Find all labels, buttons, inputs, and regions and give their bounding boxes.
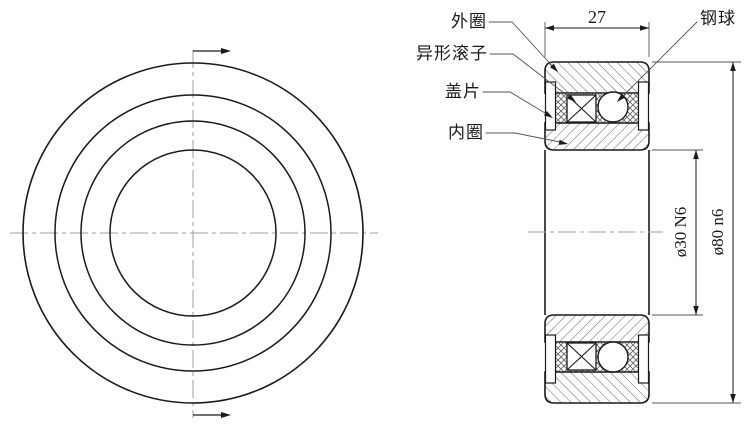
label-shaped-roller: 异形滚子 [416,44,576,102]
steel-ball-bottom [597,341,629,373]
bore-dimension-text: ø30 N6 [671,207,690,258]
leader-arrowhead-icon [558,139,568,145]
arrowhead-icon [545,25,554,31]
outer-ring-bottom-section [544,371,650,404]
label-steel-ball: 钢球 [617,9,736,102]
od-dimension-text: ø80 n6 [708,209,727,256]
label-inner-ring: 内圈 [448,123,568,145]
leader-arrowhead-icon [567,94,576,102]
arrowhead-icon [221,48,231,54]
outer-ring-top-section [544,61,650,94]
leader-arrowhead-icon [549,63,558,72]
dimension-bore: ø30 N6 [652,149,703,316]
width-dimension-text: 27 [588,7,606,27]
steel-ball-label: 钢球 [700,9,736,28]
arrowhead-icon [693,150,699,159]
arrowhead-icon [730,62,736,71]
leader-arrowhead-icon [543,111,553,118]
section-view [528,61,663,404]
sprag-roller-bottom [566,342,597,371]
arrowhead-icon [730,394,736,403]
dimension-outer-diameter: ø80 n6 [652,61,741,404]
arrowhead-icon [640,25,649,31]
inner-ring-bottom-section [544,314,650,343]
part-labels: 外圈 钢球 异形滚子 盖片 内圈 [416,9,736,145]
cutting-plane-arrow-top [193,48,231,54]
label-cover-plate: 盖片 [445,82,553,118]
inner-ring-top-section [544,122,650,151]
arrowhead-icon [221,412,231,418]
cover-plate-left-bottom [544,334,557,384]
front-view [10,48,378,418]
cover-plate-right-bottom [637,334,650,384]
cover-plate-left-top [544,81,557,131]
bore-circle [109,149,277,317]
outer-raceway-circle [54,94,332,372]
cutting-plane-arrow-bottom [193,412,231,418]
inner-ring-label: 内圈 [448,123,484,142]
sprag-roller-top [566,94,597,123]
cover-plate-right-top [637,81,650,131]
leader-arrowhead-icon [617,93,626,102]
outer-diameter-circle [22,62,364,404]
outer-ring-label: 外圈 [451,12,487,31]
dimension-width: 27 [544,7,650,57]
label-outer-ring: 外圈 [451,12,558,72]
inner-raceway-circle [80,120,306,346]
shaped-roller-label: 异形滚子 [416,44,488,63]
arrowhead-icon [693,306,699,315]
cover-plate-label: 盖片 [445,82,481,101]
